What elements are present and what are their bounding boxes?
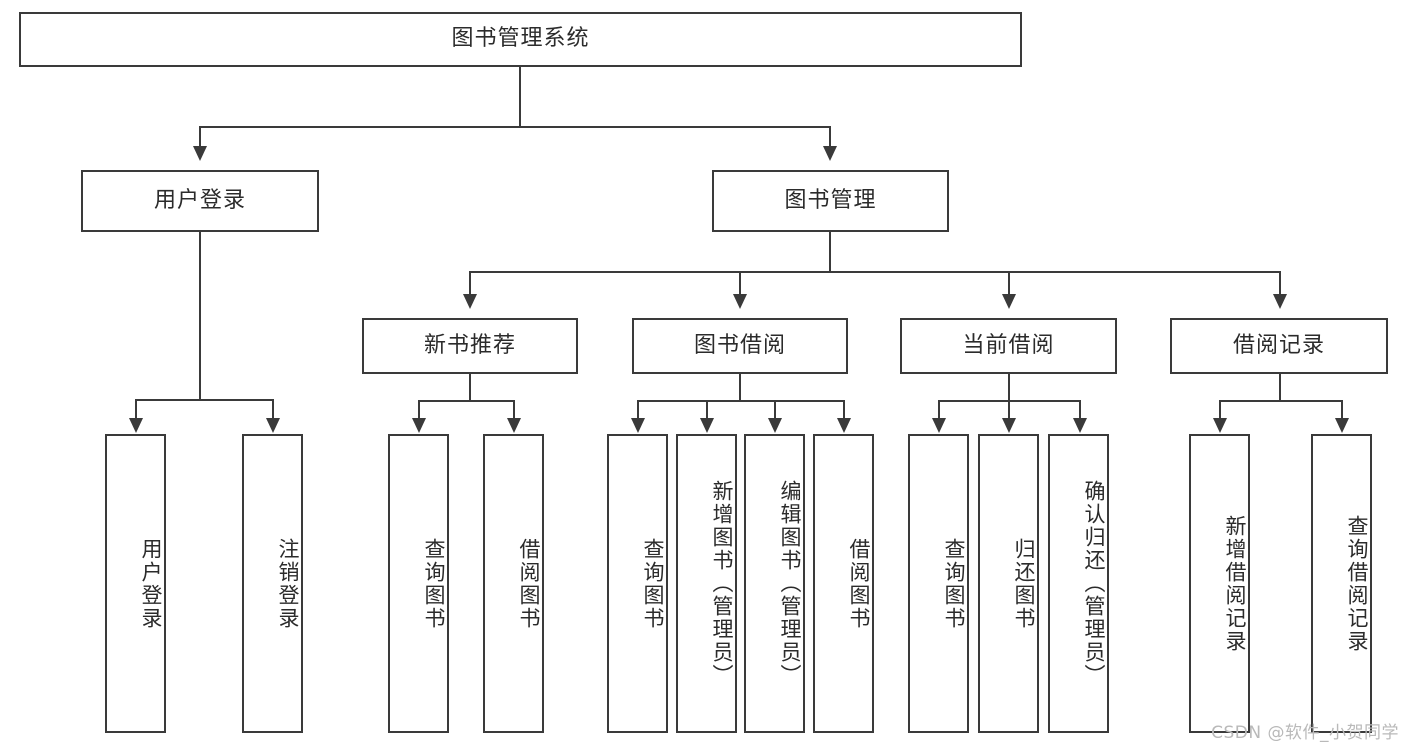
node-user-login[interactable]: 用户登录: [81, 170, 319, 232]
connector-new-books-bus: [418, 400, 514, 402]
node-label: 归还图书: [1012, 537, 1036, 630]
connector-current-to-query: [938, 400, 940, 420]
watermark-text: CSDN @软件_小贺同学: [1211, 723, 1399, 743]
leaf-query-books-borrow[interactable]: 查询图书: [607, 434, 668, 733]
connector-root-stem: [519, 67, 521, 127]
node-label: 查询图书: [641, 537, 665, 630]
arrowhead-book-mgmt-to-current: [1002, 294, 1016, 309]
arrowhead-current-to-query: [932, 418, 946, 433]
connector-records-to-query: [1341, 400, 1343, 420]
node-label: 用户登录: [153, 187, 246, 213]
connector-borrow-to-add: [706, 400, 708, 420]
leaf-user-login[interactable]: 用户登录: [105, 434, 166, 733]
node-label: 查询借阅记录: [1345, 514, 1369, 653]
arrowhead-book-mgmt-to-borrow: [733, 294, 747, 309]
leaf-query-borrow-record[interactable]: 查询借阅记录: [1311, 434, 1372, 733]
connector-user-login-to-login-leaf: [135, 399, 137, 420]
node-label: 图书管理: [784, 187, 877, 213]
arrowhead-borrow-to-edit: [768, 418, 782, 433]
connector-records-stem: [1279, 374, 1281, 401]
arrowhead-records-to-add: [1213, 418, 1227, 433]
node-current-borrow[interactable]: 当前借阅: [900, 318, 1117, 374]
node-label: 借阅记录: [1232, 332, 1325, 358]
node-label: 借阅图书: [517, 537, 541, 630]
connector-current-to-return: [1008, 400, 1010, 420]
node-book-management[interactable]: 图书管理: [712, 170, 949, 232]
leaf-borrow-book[interactable]: 借阅图书: [813, 434, 874, 733]
node-label: 确认归还（管理员）: [1082, 480, 1106, 687]
leaf-edit-book-admin[interactable]: 编辑图书（管理员）: [744, 434, 805, 733]
node-label: 注销登录: [276, 537, 300, 630]
connector-borrow-stem: [739, 374, 741, 401]
connector-root-to-book-mgmt: [829, 126, 831, 148]
arrowhead-current-to-return: [1002, 418, 1016, 433]
leaf-query-books-recommend[interactable]: 查询图书: [388, 434, 449, 733]
connector-root-to-user-login: [199, 126, 201, 148]
leaf-add-book-admin[interactable]: 新增图书（管理员）: [676, 434, 737, 733]
leaf-user-logout[interactable]: 注销登录: [242, 434, 303, 733]
node-label: 当前借阅: [962, 332, 1055, 358]
connector-new-books-to-borrow: [513, 400, 515, 420]
connector-root-bus: [199, 126, 831, 128]
connector-book-mgmt-to-borrow: [739, 271, 741, 296]
leaf-confirm-return-admin[interactable]: 确认归还（管理员）: [1048, 434, 1109, 733]
arrowhead-borrow-to-add: [700, 418, 714, 433]
node-label: 图书管理系统: [451, 26, 590, 52]
node-label: 用户登录: [139, 537, 163, 630]
arrowhead-current-to-confirm: [1073, 418, 1087, 433]
arrowhead-borrow-to-lend: [837, 418, 851, 433]
node-root-system[interactable]: 图书管理系统: [19, 12, 1022, 67]
node-label: 查询图书: [422, 537, 446, 630]
connector-current-to-confirm: [1079, 400, 1081, 420]
leaf-borrow-books-recommend[interactable]: 借阅图书: [483, 434, 544, 733]
arrowhead-borrow-to-query: [631, 418, 645, 433]
node-book-borrow[interactable]: 图书借阅: [632, 318, 848, 374]
arrowhead-book-mgmt-to-new-books: [463, 294, 477, 309]
connector-book-mgmt-to-current: [1008, 271, 1010, 296]
connector-user-login-stem: [199, 232, 201, 400]
connector-book-mgmt-stem: [829, 232, 831, 272]
connector-book-mgmt-to-new-books: [469, 271, 471, 296]
connector-records-to-add: [1219, 400, 1221, 420]
arrowhead-book-mgmt-to-records: [1273, 294, 1287, 309]
leaf-add-borrow-record[interactable]: 新增借阅记录: [1189, 434, 1250, 733]
node-label: 新增图书（管理员）: [710, 480, 734, 687]
connector-user-login-bus: [135, 399, 272, 401]
node-label: 编辑图书（管理员）: [778, 480, 802, 687]
connector-borrow-to-edit: [774, 400, 776, 420]
node-label: 新书推荐: [423, 332, 516, 358]
connector-borrow-to-query: [637, 400, 639, 420]
connector-new-books-stem: [469, 374, 471, 401]
leaf-return-book[interactable]: 归还图书: [978, 434, 1039, 733]
connector-borrow-bus: [637, 400, 844, 402]
connector-book-mgmt-bus: [469, 271, 1280, 273]
leaf-query-books-current[interactable]: 查询图书: [908, 434, 969, 733]
node-label: 查询图书: [942, 537, 966, 630]
arrowhead-user-login-to-login-leaf: [129, 418, 143, 433]
node-label: 借阅图书: [847, 537, 871, 630]
node-new-book-recommend[interactable]: 新书推荐: [362, 318, 578, 374]
connector-new-books-to-query: [418, 400, 420, 420]
node-label: 图书借阅: [693, 332, 786, 358]
arrowhead-root-to-book-mgmt: [823, 146, 837, 161]
connector-current-stem: [1008, 374, 1010, 401]
arrowhead-new-books-to-borrow: [507, 418, 521, 433]
arrowhead-new-books-to-query: [412, 418, 426, 433]
arrowhead-root-to-user-login: [193, 146, 207, 161]
node-label: 新增借阅记录: [1223, 514, 1247, 653]
arrowhead-records-to-query: [1335, 418, 1349, 433]
connector-user-login-to-logout-leaf: [272, 399, 274, 420]
connector-borrow-to-lend: [843, 400, 845, 420]
node-borrow-records[interactable]: 借阅记录: [1170, 318, 1388, 374]
connector-book-mgmt-to-records: [1279, 271, 1281, 296]
arrowhead-user-login-to-logout-leaf: [266, 418, 280, 433]
connector-records-bus: [1219, 400, 1342, 402]
